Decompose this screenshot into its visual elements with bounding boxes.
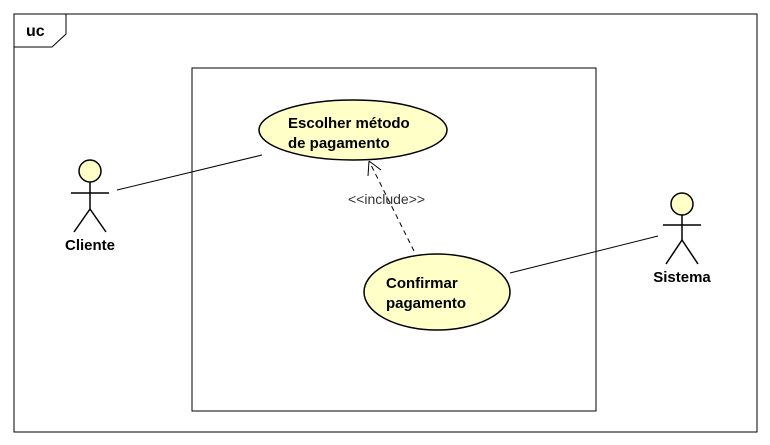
use-case-ellipse: [363, 253, 511, 331]
include-label: <<include>>: [348, 191, 425, 207]
stick-figure-icon: [71, 159, 109, 233]
actor-label: Cliente: [65, 237, 115, 254]
include-dependency-line: [368, 160, 415, 252]
stick-figure-icon: [663, 192, 701, 265]
frame-label: uc: [26, 23, 45, 40]
include-arrowhead: [367, 160, 382, 177]
use-case-label-line2: de pagamento: [288, 135, 390, 152]
actor-sistema[interactable]: Sistema: [653, 192, 711, 286]
use-case-escolher-metodo[interactable]: Escolher método de pagamento: [258, 99, 448, 161]
association-sistema-confirmar: [509, 235, 659, 274]
actor-label: Sistema: [653, 269, 711, 286]
use-case-label-line1: Confirmar: [386, 275, 458, 292]
use-case-label-line2: pagamento: [386, 295, 466, 312]
association-cliente-escolher: [116, 154, 263, 191]
use-case-ellipse: [258, 99, 448, 161]
use-case-confirmar-pagamento[interactable]: Confirmar pagamento: [363, 253, 511, 331]
frame-tag: [13, 13, 67, 48]
actor-cliente[interactable]: Cliente: [65, 159, 115, 254]
use-case-label-line1: Escolher método: [288, 115, 410, 132]
